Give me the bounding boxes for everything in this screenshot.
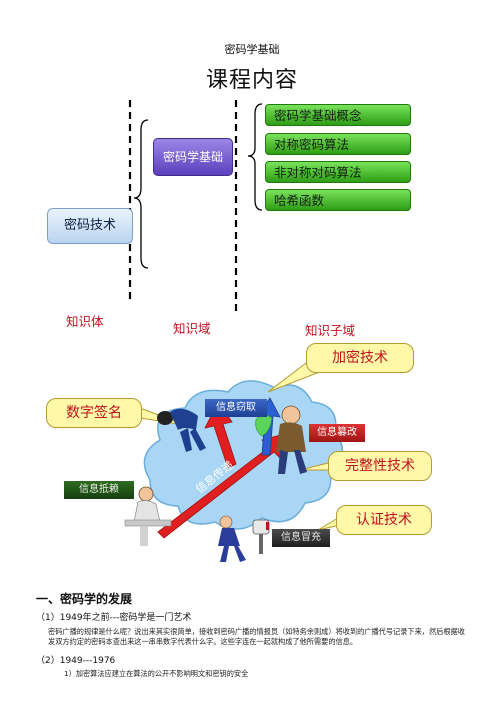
- domain-node-crypto-basics: 密码学基础: [153, 138, 233, 176]
- subdomain-item-basic-concepts: 密码学基础概念: [265, 104, 411, 126]
- callout-authentication: 认证技术: [336, 505, 432, 535]
- label-knowledge-subdomain: 知识子域: [305, 323, 356, 338]
- root-node-crypto-tech: 密码技术: [47, 208, 133, 244]
- subdomain-item-asymmetric: 非对称对码算法: [265, 161, 411, 183]
- label-eavesdrop: 信息窃取: [205, 399, 267, 417]
- sub-heading-pre-1949: （1）1949年之前---密码学是一门艺术: [36, 613, 192, 623]
- section-heading: 一、密码学的发展: [36, 592, 133, 606]
- person-tamperer: [255, 405, 307, 474]
- mailbox-icon: [252, 519, 270, 554]
- page-title: 密码学基础: [224, 43, 280, 56]
- callout-integrity: 完整性技术: [328, 451, 432, 481]
- sub-heading-1949-1976: （2）1949---1976: [36, 656, 116, 666]
- course-title: 课程内容: [205, 68, 298, 93]
- label-knowledge-body: 知识体: [66, 314, 104, 329]
- callout-digital-signature: 数字签名: [46, 398, 142, 428]
- person-sender: [124, 486, 172, 546]
- list-item-principle: 1）加密算法应建立在算法的公开不影响明文和密钥的安全: [64, 669, 249, 678]
- tree-connectors: [128, 100, 263, 312]
- security-illustration: [124, 359, 344, 562]
- callout-encryption: 加密技术: [306, 343, 414, 373]
- label-spoof: 信息冒充: [272, 529, 330, 547]
- body-paragraph: 密码广播的规律是什么呢？说出来其实很简单，接收到密码广播的情报员（如特务余则成）…: [48, 627, 465, 646]
- person-eavesdropper: [157, 408, 206, 452]
- label-deny: 信息抵赖: [64, 481, 134, 499]
- label-tamper: 信息篡改: [309, 424, 365, 442]
- label-knowledge-domain: 知识域: [173, 321, 211, 336]
- subdomain-item-symmetric: 对称密码算法: [265, 133, 411, 155]
- person-spoofer: [218, 515, 246, 562]
- subdomain-item-hash: 哈希函数: [265, 189, 411, 211]
